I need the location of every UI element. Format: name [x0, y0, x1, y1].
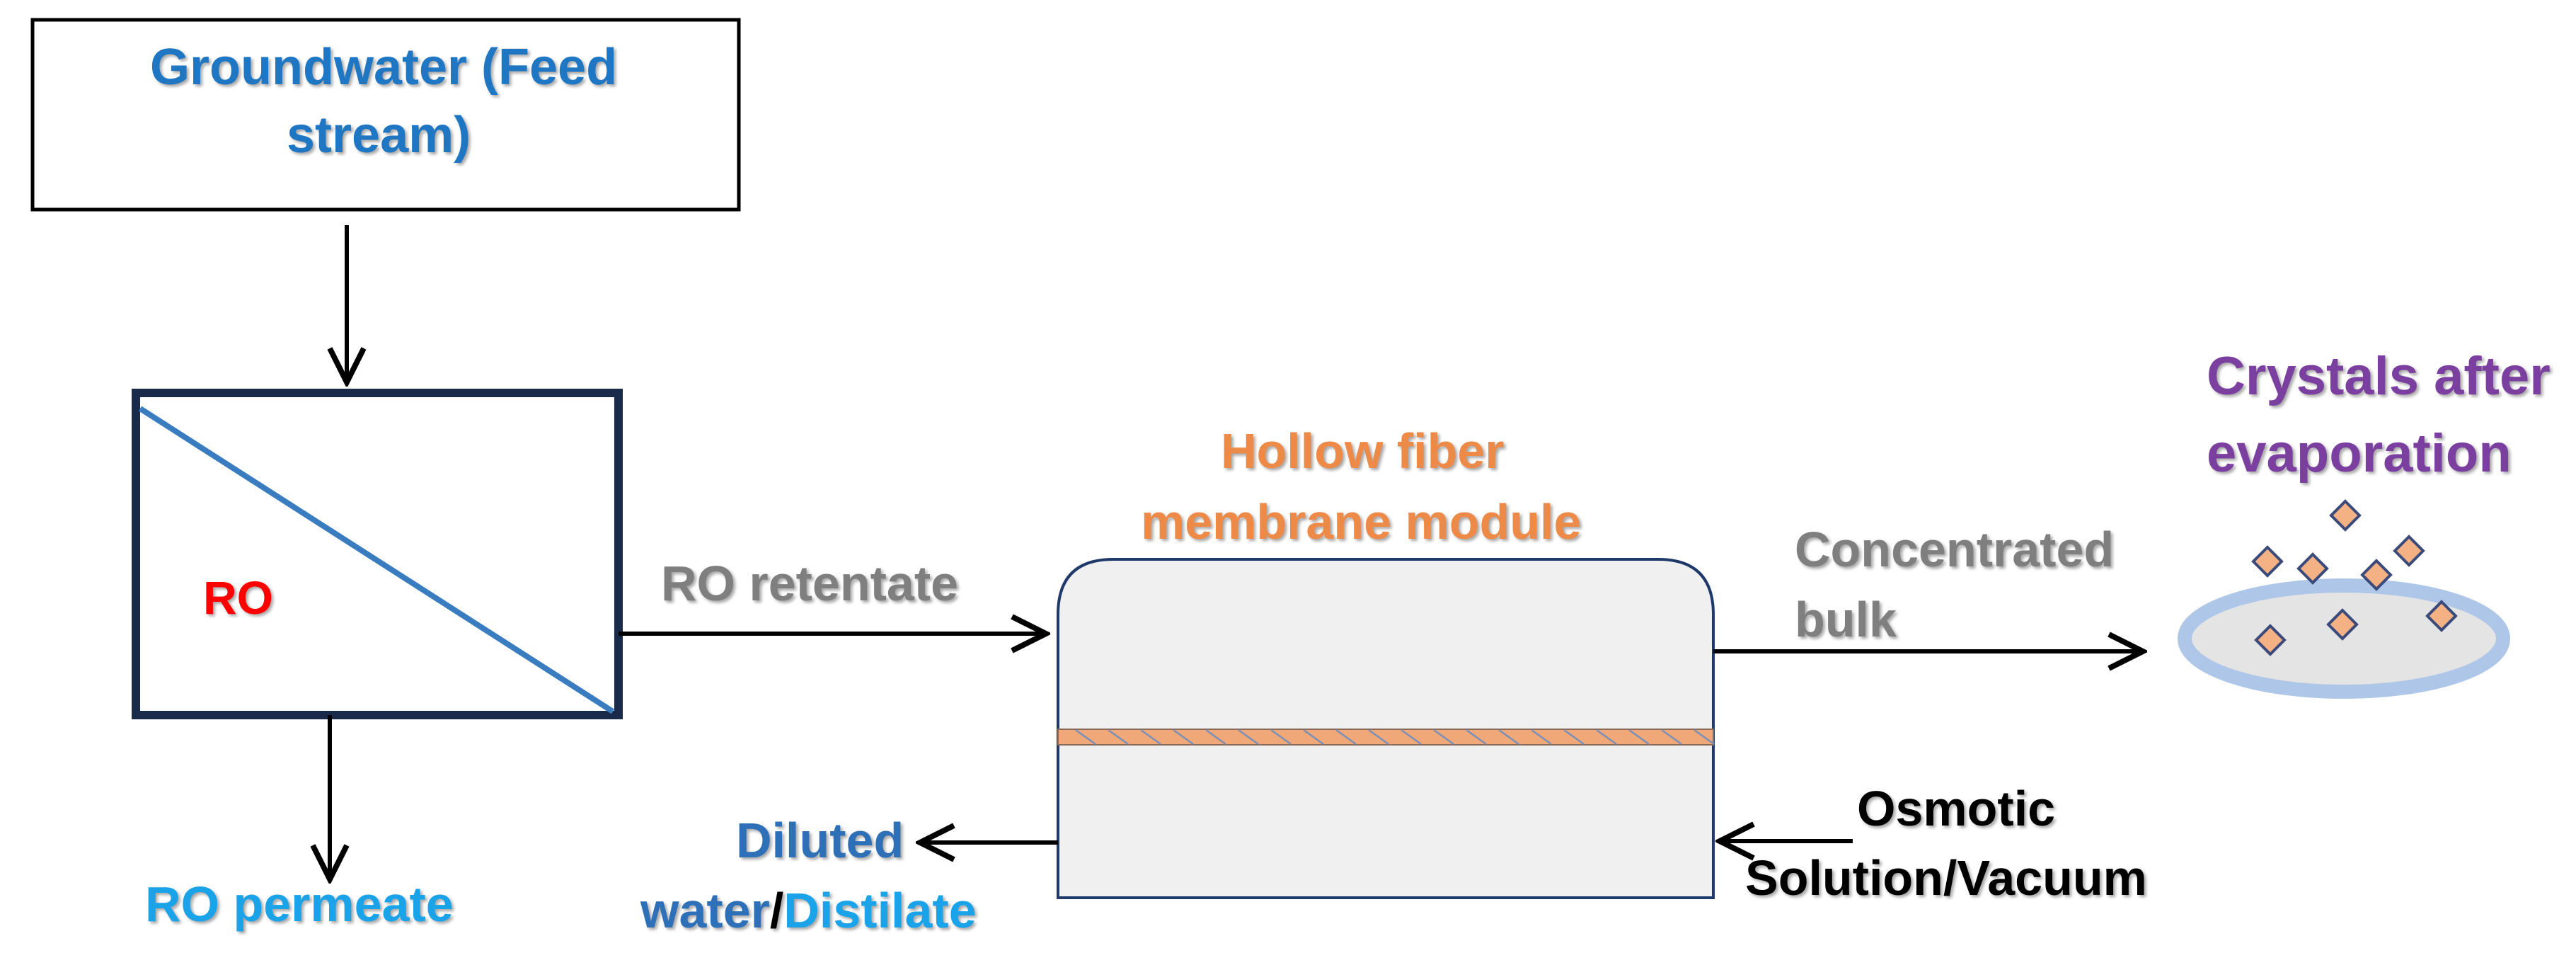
- membrane-hatch-line: [1563, 729, 1585, 746]
- diamond-crystal-icon: [2329, 499, 2362, 532]
- membrane-hatch-line: [1466, 729, 1487, 746]
- crystals-label-line1: Crystals after: [2207, 346, 2551, 406]
- diamond-crystal-icon: [2251, 545, 2284, 578]
- membrane-hatch-line: [1075, 729, 1096, 746]
- diluted-water-text: water: [640, 883, 770, 938]
- membrane-hatch-line: [1238, 729, 1259, 746]
- membrane-hatch-line: [1498, 729, 1519, 746]
- concentrated-bulk-label-line1: Concentrated: [1795, 522, 2115, 577]
- membrane-hatch-line: [1531, 729, 1552, 746]
- membrane-hatch-line: [1335, 729, 1357, 746]
- ro-retentate-label: RO retentate: [661, 556, 959, 611]
- diamond-crystal-icon: [2296, 552, 2329, 585]
- diamond-crystal-icon: [2425, 600, 2458, 632]
- osmotic-label-line2: Solution/Vacuum: [1745, 850, 2147, 906]
- diamond-crystal-icon: [2360, 559, 2393, 591]
- diamond-crystal-icon: [2254, 624, 2287, 656]
- diluted-label-line2: water/Distilate: [640, 881, 977, 940]
- membrane-hatch-line: [1694, 729, 1715, 746]
- concentrated-bulk-label-line2: bulk: [1795, 592, 1897, 647]
- membrane-hatch-line: [1433, 729, 1454, 746]
- feed-box: [30, 18, 741, 212]
- crystals-group: [2251, 499, 2458, 656]
- feed-label-line1: Groundwater (Feed: [150, 39, 618, 96]
- distilate-text: Distilate: [783, 883, 977, 938]
- membrane-hatch-line: [1270, 729, 1292, 746]
- membrane-hatch-line: [1140, 729, 1161, 746]
- diamond-crystal-icon: [2326, 608, 2359, 641]
- slash-text: /: [769, 883, 784, 938]
- ro-permeate-label: RO permeate: [145, 877, 454, 932]
- membrane-hatch-line: [1596, 729, 1617, 746]
- membrane-hatch-line: [1303, 729, 1324, 746]
- osmotic-label-line1: Osmotic: [1857, 781, 2056, 836]
- module-label-line1: Hollow fiber: [1221, 423, 1505, 479]
- diamond-crystal-icon: [2393, 535, 2425, 567]
- membrane-hatch-line: [1401, 729, 1422, 746]
- ro-label: RO: [203, 571, 273, 624]
- membrane-hatch-line: [1205, 729, 1226, 746]
- membrane-hatch-line: [1173, 729, 1194, 746]
- membrane-hatch-line: [1108, 729, 1129, 746]
- diluted-label-line1: Diluted: [736, 813, 904, 868]
- module-label-line2: membrane module: [1141, 494, 1582, 549]
- membrane-hatching: [1075, 729, 1715, 746]
- membrane-hatch-line: [1661, 729, 1682, 746]
- crystals-label-line2: evaporation: [2207, 423, 2512, 484]
- membrane-hatch-line: [1628, 729, 1650, 746]
- ro-membrane-diagonal: [138, 406, 615, 714]
- feed-label-line2: stream): [287, 107, 471, 164]
- membrane-hatch-line: [1368, 729, 1389, 746]
